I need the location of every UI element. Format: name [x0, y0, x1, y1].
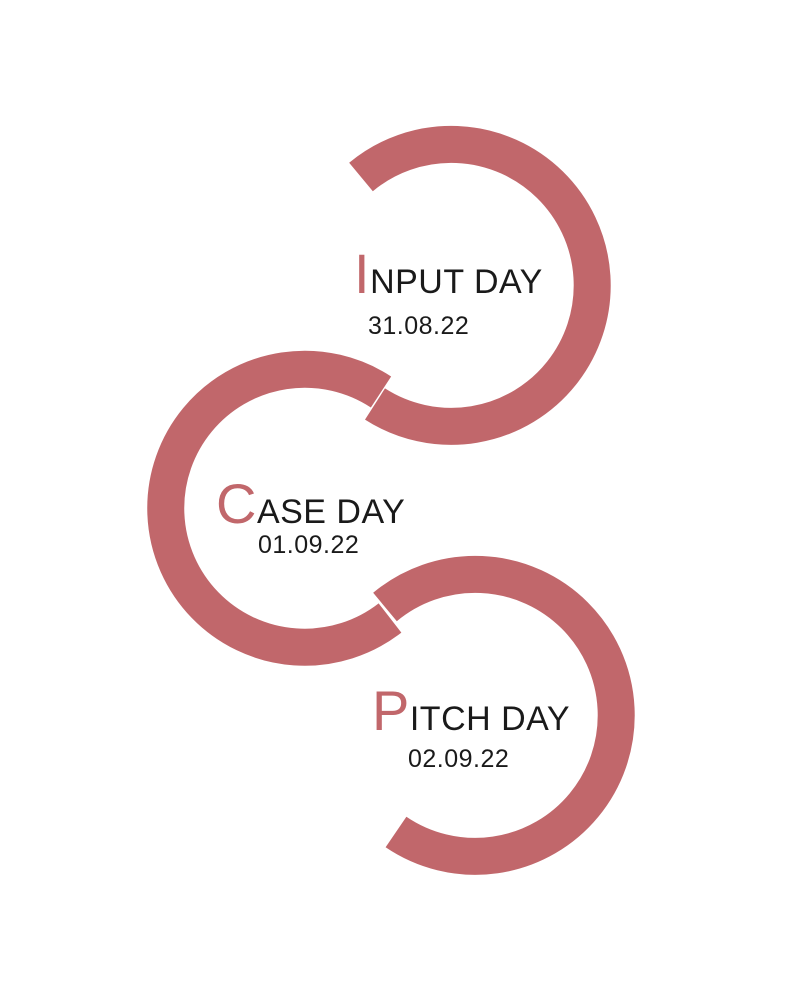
arc-case-day	[147, 350, 402, 666]
input-day-date: 31.08.22	[368, 312, 470, 340]
input-day-title: INPUT DAY	[354, 246, 543, 302]
pitch-day-title: PITCH DAY	[372, 683, 570, 739]
arc-pitch-day	[373, 555, 635, 875]
pitch-day-title-rest: ITCH DAY	[409, 700, 571, 738]
case-day-date: 01.09.22	[258, 531, 360, 559]
input-day-title-rest: NPUT DAY	[370, 263, 543, 301]
case-day-title-rest: ASE DAY	[256, 493, 406, 531]
pitch-day-date: 02.09.22	[408, 745, 510, 773]
arc-input-day	[349, 125, 611, 445]
case-day-initial: C	[216, 472, 257, 535]
pitch-day-initial: P	[372, 679, 410, 742]
input-day-initial: I	[354, 242, 371, 305]
case-day-title: CASE DAY	[216, 476, 405, 532]
